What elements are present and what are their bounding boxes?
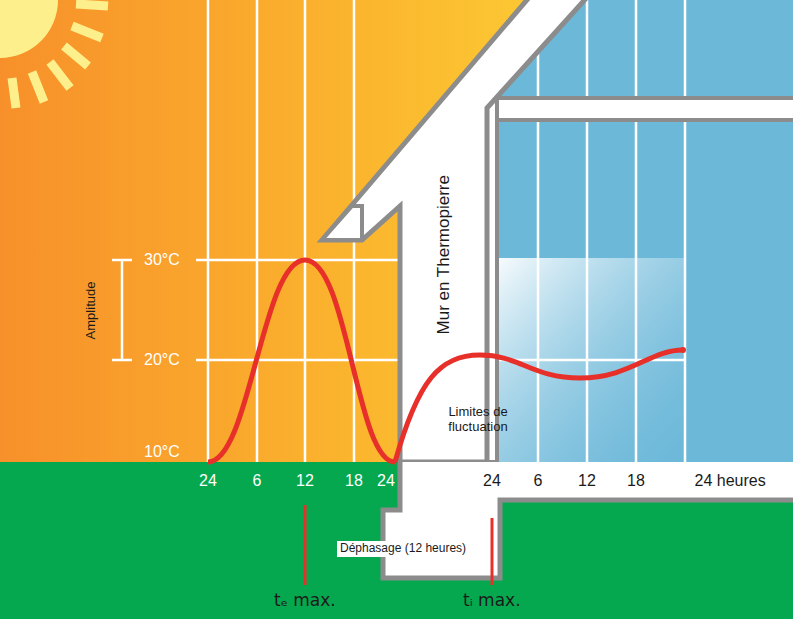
- hour-tick: 18: [627, 472, 645, 490]
- hour-tick: 6: [534, 472, 543, 490]
- hour-tick: 18: [345, 472, 363, 490]
- hour-tick: 24: [377, 472, 395, 490]
- outdoor-temperature-curve: [208, 260, 395, 462]
- sun: [0, 0, 108, 108]
- hour-tick: 24: [483, 472, 501, 490]
- hour-tick: 12: [296, 472, 314, 490]
- amplitude-bracket: [112, 260, 132, 360]
- fluctuation-label: Limites de fluctuation: [436, 405, 520, 435]
- temperature-tick: 10°C: [144, 443, 180, 461]
- temperature-tick: 30°C: [144, 251, 180, 269]
- max-time-label: tₑ max.: [274, 591, 336, 611]
- interior-room: [487, 0, 793, 462]
- outdoor-max-marker: [304, 505, 307, 585]
- roof-and-wall: [322, 0, 590, 462]
- hour-tick: 24: [199, 472, 217, 490]
- indoor-temperature-curve: [395, 350, 683, 462]
- roof-eave: [322, 206, 362, 240]
- indoor-max-marker: [491, 518, 494, 585]
- max-time-label: tᵢ max.: [463, 591, 521, 611]
- hour-tick: 12: [578, 472, 596, 490]
- outdoor-sky: [0, 0, 793, 462]
- foundation-outline: [383, 462, 793, 578]
- wall-label: Mur en Thermopierre: [433, 175, 453, 334]
- foundation: [383, 462, 793, 578]
- window-glare: [497, 258, 685, 462]
- ground: [0, 462, 793, 619]
- phase-shift-label: Déphasage (12 heures): [337, 541, 469, 557]
- amplitude-label: Amplitude: [84, 281, 99, 339]
- hour-tick: 6: [253, 472, 262, 490]
- interior-floor-slab: [497, 98, 793, 120]
- hour-axis-unit: 24 heures: [695, 472, 766, 490]
- temperature-tick: 20°C: [144, 351, 180, 369]
- curve-end: [680, 347, 686, 353]
